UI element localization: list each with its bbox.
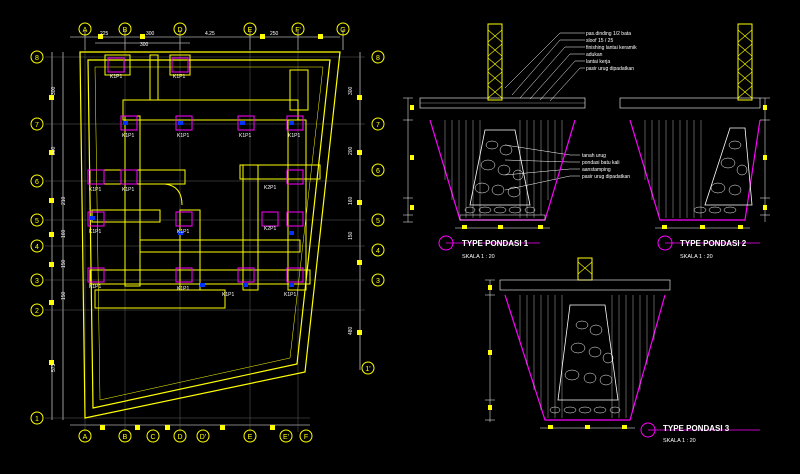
- grid-label: D: [177, 434, 182, 441]
- left-dim: 573: [51, 363, 57, 372]
- grid-label: G: [340, 27, 345, 34]
- grid-label: D': [200, 434, 206, 441]
- grid-label: 7: [35, 122, 39, 129]
- grid-label: 1: [35, 416, 39, 423]
- grid-label: 6: [376, 168, 380, 175]
- grid-label: A: [83, 434, 88, 441]
- right-dim: 480: [348, 326, 354, 335]
- grid-label: 1': [365, 366, 370, 373]
- grid-bubbles-right: 8 7 6 5 4 3 1': [361, 50, 385, 375]
- top-dim: 250: [270, 31, 279, 37]
- left-dim: 150: [61, 291, 67, 300]
- column-tag: K1P1: [173, 74, 185, 80]
- foundation-section-2: TYPE PONDASI 2 SKALA 1 : 20: [619, 23, 770, 260]
- column-tag: K1P1: [177, 286, 189, 292]
- dimension-lines: [51, 30, 361, 426]
- column-tag: K1P1: [288, 133, 300, 139]
- dimension-labels: 225 300 4.25 250 300 300 300 210 160 150…: [51, 31, 354, 372]
- note: pas.dinding 1/2 bata: [586, 31, 631, 37]
- grid-label: 5: [35, 218, 39, 225]
- top-dim: 4.25: [205, 31, 215, 37]
- column-tag: K1P1: [177, 229, 189, 235]
- section-title: TYPE PONDASI 1: [462, 239, 529, 248]
- grid-bubbles-top: A B D E F' G: [78, 22, 350, 36]
- grid-label: 4: [376, 248, 380, 255]
- column-tag: K1P1: [222, 292, 234, 298]
- column-tag: K2P1: [264, 226, 276, 232]
- grid-label: E: [248, 434, 253, 441]
- section-scale: SKALA 1 : 20: [680, 254, 713, 260]
- grid-label: F': [295, 27, 301, 34]
- grid-label: B: [123, 27, 128, 34]
- column-tag: K1P1: [239, 133, 251, 139]
- grid-label: 6: [35, 179, 39, 186]
- section-title: TYPE PONDASI 2: [680, 239, 747, 248]
- grid-bubbles-left: 8 7 6 5 4 3 2 1: [30, 50, 44, 425]
- note: pondasi batu kali: [582, 160, 620, 166]
- left-dim: 150: [61, 259, 67, 268]
- foundation-section-3: TYPE PONDASI 3 SKALA 1 : 20: [485, 257, 760, 444]
- grid-label: E: [248, 27, 253, 34]
- accent-marks: [90, 121, 294, 287]
- left-dim: 160: [61, 229, 67, 238]
- grid-label: 8: [376, 55, 380, 62]
- right-dim: 200: [348, 146, 354, 155]
- column-tag: K1P1: [89, 284, 101, 290]
- note: lantai kerja: [586, 59, 610, 65]
- note: adukan: [586, 52, 603, 58]
- grid-label: D: [177, 27, 182, 34]
- dimension-ticks: [49, 34, 362, 430]
- right-dim: 150: [348, 231, 354, 240]
- top-dim-inner: 300: [140, 42, 149, 48]
- grid-label: A: [83, 27, 88, 34]
- section-notes: pas.dinding 1/2 bata sloof 15 / 25 finis…: [582, 31, 637, 180]
- section-scale: SKALA 1 : 20: [462, 254, 495, 260]
- note: pasir urug dipadatkan: [582, 174, 630, 180]
- column-tag: K1P1: [122, 133, 134, 139]
- grid-label: C: [150, 434, 155, 441]
- outer-walls: [79, 51, 341, 419]
- grid-label: B: [123, 434, 128, 441]
- column-tag: K1P1: [177, 133, 189, 139]
- right-dim: 300: [348, 86, 354, 95]
- column-tag: K1P1: [110, 74, 122, 80]
- column-tag: K1P1: [284, 292, 296, 298]
- note: aanstamping: [582, 167, 611, 173]
- column-tag: K2P1: [264, 185, 276, 191]
- inner-walls: [89, 54, 321, 309]
- column-tags: K1P1 K1P1 K1P1 K1P1 K1P1 K1P1 K1P1 K1P1 …: [89, 74, 300, 298]
- left-dim: 210: [61, 196, 67, 205]
- top-dim: 300: [146, 31, 155, 37]
- section-scale: SKALA 1 : 20: [663, 438, 696, 444]
- section-title: TYPE PONDASI 3: [663, 424, 730, 433]
- left-dim: 300: [51, 146, 57, 155]
- grid-label: 3: [35, 278, 39, 285]
- grid-label: 8: [35, 55, 39, 62]
- grid-label: 4: [35, 244, 39, 251]
- grid-label: 3: [376, 278, 380, 285]
- note: tanah urug: [582, 153, 606, 159]
- grid-bubbles-bottom: A B C D D' E E' F: [78, 429, 313, 443]
- note: pasir urug dipadatkan: [586, 66, 634, 72]
- note: sloof 15 / 25: [586, 38, 613, 44]
- column-tag: K1P1: [122, 187, 134, 193]
- grid-label: E': [283, 434, 289, 441]
- column-tag: K1P1: [89, 187, 101, 193]
- foundation-section-1: pas.dinding 1/2 bata sloof 15 / 25 finis…: [403, 23, 637, 260]
- note: finishing lantai keramik: [586, 45, 637, 51]
- grid-label: 2: [35, 308, 39, 315]
- grid-lines: [45, 30, 365, 432]
- right-dim: 160: [348, 196, 354, 205]
- grid-label: 5: [376, 218, 380, 225]
- left-dim: 300: [51, 86, 57, 95]
- grid-label: 7: [376, 122, 380, 129]
- column-tag: K1P1: [89, 229, 101, 235]
- grid-label: F: [304, 434, 308, 441]
- column-markers: [87, 57, 304, 283]
- top-dim: 225: [100, 31, 109, 37]
- foundation-plan: K1P1 K1P1 K1P1 K1P1 K1P1 K1P1 K1P1 K1P1 …: [30, 22, 385, 443]
